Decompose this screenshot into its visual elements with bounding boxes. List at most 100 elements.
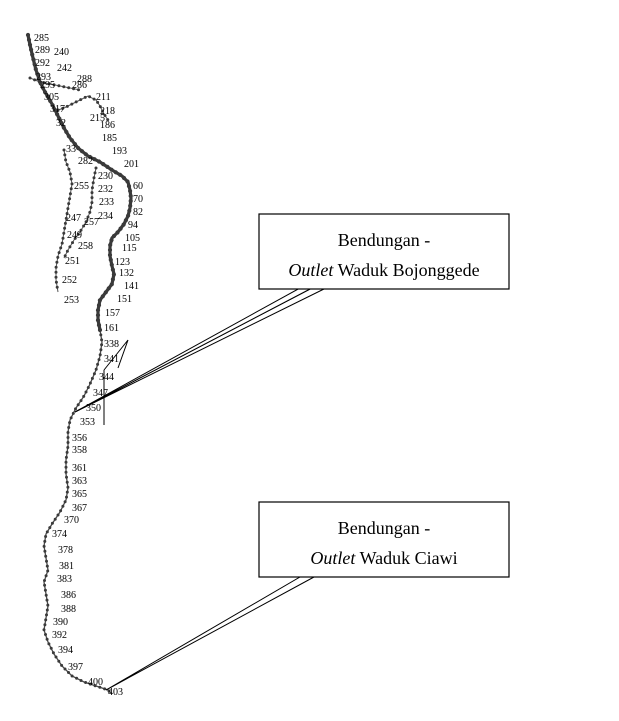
river-node-dot (89, 206, 93, 209)
river-node-dot (63, 226, 67, 230)
river-node-dot (42, 81, 46, 85)
callout-ciawi-line1: Bendungan - (338, 518, 430, 538)
river-node-dot (103, 290, 108, 295)
node-labels: 285 289 240 292 242 293 288 295 286 211 … (34, 33, 143, 698)
river-node-dot (40, 85, 46, 90)
node-label-338: 338 (104, 339, 119, 350)
node-dots (25, 32, 133, 693)
node-label-292: 292 (35, 58, 50, 69)
river-node-dot (48, 526, 52, 530)
river-node-dot (99, 333, 103, 337)
node-label-383: 383 (57, 574, 72, 585)
node-label-32: 32 (56, 118, 66, 129)
node-label-60: 60 (133, 181, 143, 192)
node-label-403: 403 (108, 687, 123, 698)
river-node-dot (92, 97, 96, 101)
callout-bojonggede-italic: Outlet (288, 260, 334, 280)
river-node-dot (113, 170, 118, 175)
river-node-dot (42, 544, 46, 548)
river-node-dot (90, 376, 94, 380)
river-node-dot (82, 394, 86, 398)
river-node-dot (128, 188, 133, 194)
river-node-dot (32, 62, 37, 67)
river-node-dot (27, 42, 33, 47)
river-node-dot (65, 212, 69, 215)
node-label-286: 286 (72, 80, 87, 91)
river-node-dot (43, 583, 47, 587)
river-node-dot (57, 659, 61, 663)
river-node-dot (45, 564, 49, 568)
river-node-dot (64, 465, 68, 469)
river-node-dot (45, 608, 49, 612)
river-node-dot (95, 318, 101, 323)
node-label-33: 33 (66, 144, 76, 155)
node-label-234: 234 (98, 211, 113, 222)
river-node-dot (70, 182, 74, 186)
river-node-dot (64, 129, 69, 134)
node-label-257: 257 (84, 217, 99, 228)
node-label-370: 370 (64, 515, 79, 526)
node-label-201: 201 (124, 159, 139, 170)
river-node-dot (97, 298, 102, 303)
river-node-dot (56, 108, 60, 112)
river-node-dot (53, 517, 57, 521)
node-label-251: 251 (65, 256, 80, 267)
river-node-dot (70, 674, 74, 678)
river-node-dot (67, 167, 71, 171)
node-label-344: 344 (99, 372, 114, 383)
river-node-dot (61, 504, 65, 508)
river-node-dot (127, 208, 132, 213)
river-node-dot (123, 218, 128, 223)
river-node-dot (43, 539, 47, 543)
river-node-dot (56, 513, 60, 517)
callout-bojonggede-line1: Bendungan - (338, 230, 430, 250)
river-node-dot (90, 196, 94, 200)
river-node-dot (111, 272, 116, 277)
river-node-dot (59, 121, 64, 126)
river-node-dot (57, 84, 61, 88)
river-node-dot (74, 407, 77, 411)
river-node-dot (43, 623, 47, 627)
river-node-dot (66, 134, 71, 139)
river-node-dot (59, 509, 63, 513)
river-node-dot (87, 154, 93, 160)
river-node-dot (121, 222, 126, 227)
river-node-dot (94, 166, 98, 170)
node-label-247: 247 (66, 213, 81, 224)
river-node-dot (61, 236, 65, 240)
river-node-dot (79, 149, 85, 154)
river-node-dot (68, 245, 72, 249)
river-node-dot (66, 441, 70, 444)
node-label-388: 388 (61, 604, 76, 615)
river-node-dot (44, 618, 48, 622)
node-label-123: 123 (115, 257, 130, 268)
river-node-dot (50, 521, 54, 525)
river-node-dot (65, 104, 69, 108)
river-node-dot (105, 164, 110, 169)
river-node-dot (64, 216, 68, 220)
river-node-dot (110, 267, 115, 272)
river-node-dot (68, 197, 72, 201)
river-node-dot (62, 148, 66, 152)
river-node-dot (25, 32, 31, 38)
river-node-dot (79, 399, 83, 403)
node-label-394: 394 (58, 645, 73, 656)
river-node-dot (66, 207, 70, 211)
river-node-dot (57, 251, 61, 255)
river-node-dot (83, 95, 87, 99)
node-label-249: 249 (67, 230, 82, 241)
river-node-dot (45, 559, 48, 563)
river-node-dot (33, 78, 37, 82)
river-node-dot (44, 535, 48, 538)
node-label-186: 186 (100, 120, 115, 131)
river-node-dot (54, 280, 58, 284)
node-label-105: 105 (125, 233, 140, 244)
river-node-dot (68, 421, 72, 425)
river-node-dot (37, 80, 41, 84)
river-node-dot (28, 76, 32, 80)
river-node-dot (55, 260, 59, 264)
node-label-374: 374 (52, 529, 67, 540)
river-node-dot (98, 353, 102, 357)
node-label-390: 390 (53, 617, 68, 628)
